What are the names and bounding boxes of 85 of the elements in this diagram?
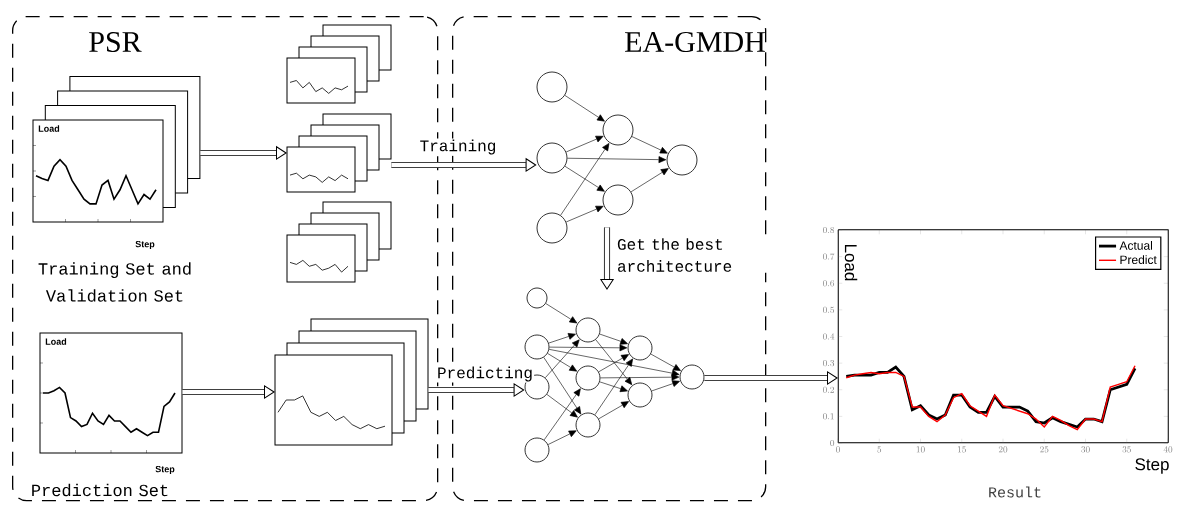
neuron-circle <box>575 317 601 343</box>
axis-label: Load <box>45 338 67 345</box>
arrow <box>549 344 628 352</box>
neuron-circle <box>524 437 550 463</box>
y-tick-label: 0.3 <box>823 360 835 367</box>
arrow <box>545 303 578 324</box>
y-tick-label: 0.5 <box>823 306 835 313</box>
neuron-circle <box>602 184 634 216</box>
neuron-circle <box>536 71 568 103</box>
edge-label: Predicting <box>436 365 534 383</box>
y-tick-label: 0.7 <box>823 253 835 260</box>
arrow <box>564 95 605 122</box>
neuron-circle <box>536 212 568 244</box>
arrow <box>564 165 605 192</box>
axis-title: Load <box>844 244 858 281</box>
arrow <box>545 339 580 379</box>
hollow-arrow <box>200 146 287 160</box>
window-stack-drawing <box>274 318 429 446</box>
arrow <box>599 333 628 345</box>
node-label: Prediction Set <box>32 483 168 497</box>
hollow-arrow <box>182 385 275 399</box>
legend-label: Actual <box>1119 241 1153 250</box>
neuron-circle <box>666 144 698 176</box>
arrow <box>630 168 669 193</box>
arrow <box>546 394 578 418</box>
y-tick-label: 0.2 <box>823 386 835 393</box>
x-tick-label: 5 <box>877 446 882 453</box>
hollow-arrow <box>600 227 614 290</box>
x-tick-label: 0 <box>836 446 840 453</box>
panel-title: EA-GMDH <box>625 31 765 53</box>
node-label: Training Set and Validation Set <box>38 262 191 302</box>
arrow <box>565 135 604 153</box>
neuron-circle <box>575 412 601 438</box>
arrow <box>594 358 633 416</box>
arrow <box>599 381 628 392</box>
axis-label: Step <box>155 465 175 475</box>
neuron-circle <box>602 114 634 146</box>
window-stack-drawing <box>286 201 392 283</box>
arrow <box>543 357 582 415</box>
arrow <box>651 380 680 392</box>
window-stack-drawing <box>286 113 392 193</box>
hollow-arrow <box>428 383 525 397</box>
x-tick-label: 30 <box>1081 446 1090 453</box>
edge-label: Training <box>418 138 498 156</box>
x-tick-label: 25 <box>1040 446 1049 453</box>
x-tick-label: 35 <box>1122 446 1131 453</box>
y-tick-label: 0.8 <box>823 226 835 234</box>
arrow <box>547 353 578 372</box>
window-stack-drawing <box>286 24 392 104</box>
legend-label: Predict <box>1120 255 1157 264</box>
neuron-circle <box>575 365 601 391</box>
arrow <box>567 156 667 164</box>
arrow <box>598 401 629 420</box>
neuron-circle <box>536 142 568 174</box>
axis-label: Step <box>135 240 155 250</box>
neuron-circle <box>679 364 705 390</box>
arrow <box>560 143 610 216</box>
arrow <box>631 136 668 154</box>
y-tick-label: 0.6 <box>823 280 835 287</box>
x-tick-label: 15 <box>957 446 966 453</box>
neuron-circle <box>627 382 653 408</box>
arrow <box>565 205 604 223</box>
arrow <box>598 354 629 373</box>
x-tick-label: 20 <box>998 446 1008 453</box>
arrow <box>595 339 633 386</box>
arrow <box>548 349 680 377</box>
arrow <box>600 373 680 381</box>
arrow <box>548 333 576 344</box>
hollow-arrow <box>391 158 537 172</box>
x-tick-label: 10 <box>916 446 925 453</box>
y-tick-label: 0 <box>830 439 835 447</box>
arrow <box>547 430 577 445</box>
axis-title: Step <box>1135 458 1169 474</box>
node-label: Result <box>989 486 1041 498</box>
neuron-circle <box>526 287 548 309</box>
neuron-circle <box>627 335 653 361</box>
edge-label: Get the best architecture <box>616 237 768 273</box>
x-tick-label: 40 <box>1163 446 1173 453</box>
arrow <box>650 353 681 371</box>
neuron-circle <box>524 334 550 360</box>
y-tick-label: 0. 1 <box>823 413 834 420</box>
y-tick-label: 0.4 <box>823 333 835 340</box>
panel-title: PSR <box>89 31 142 53</box>
hollow-arrow <box>704 371 838 385</box>
arrow <box>543 388 581 441</box>
